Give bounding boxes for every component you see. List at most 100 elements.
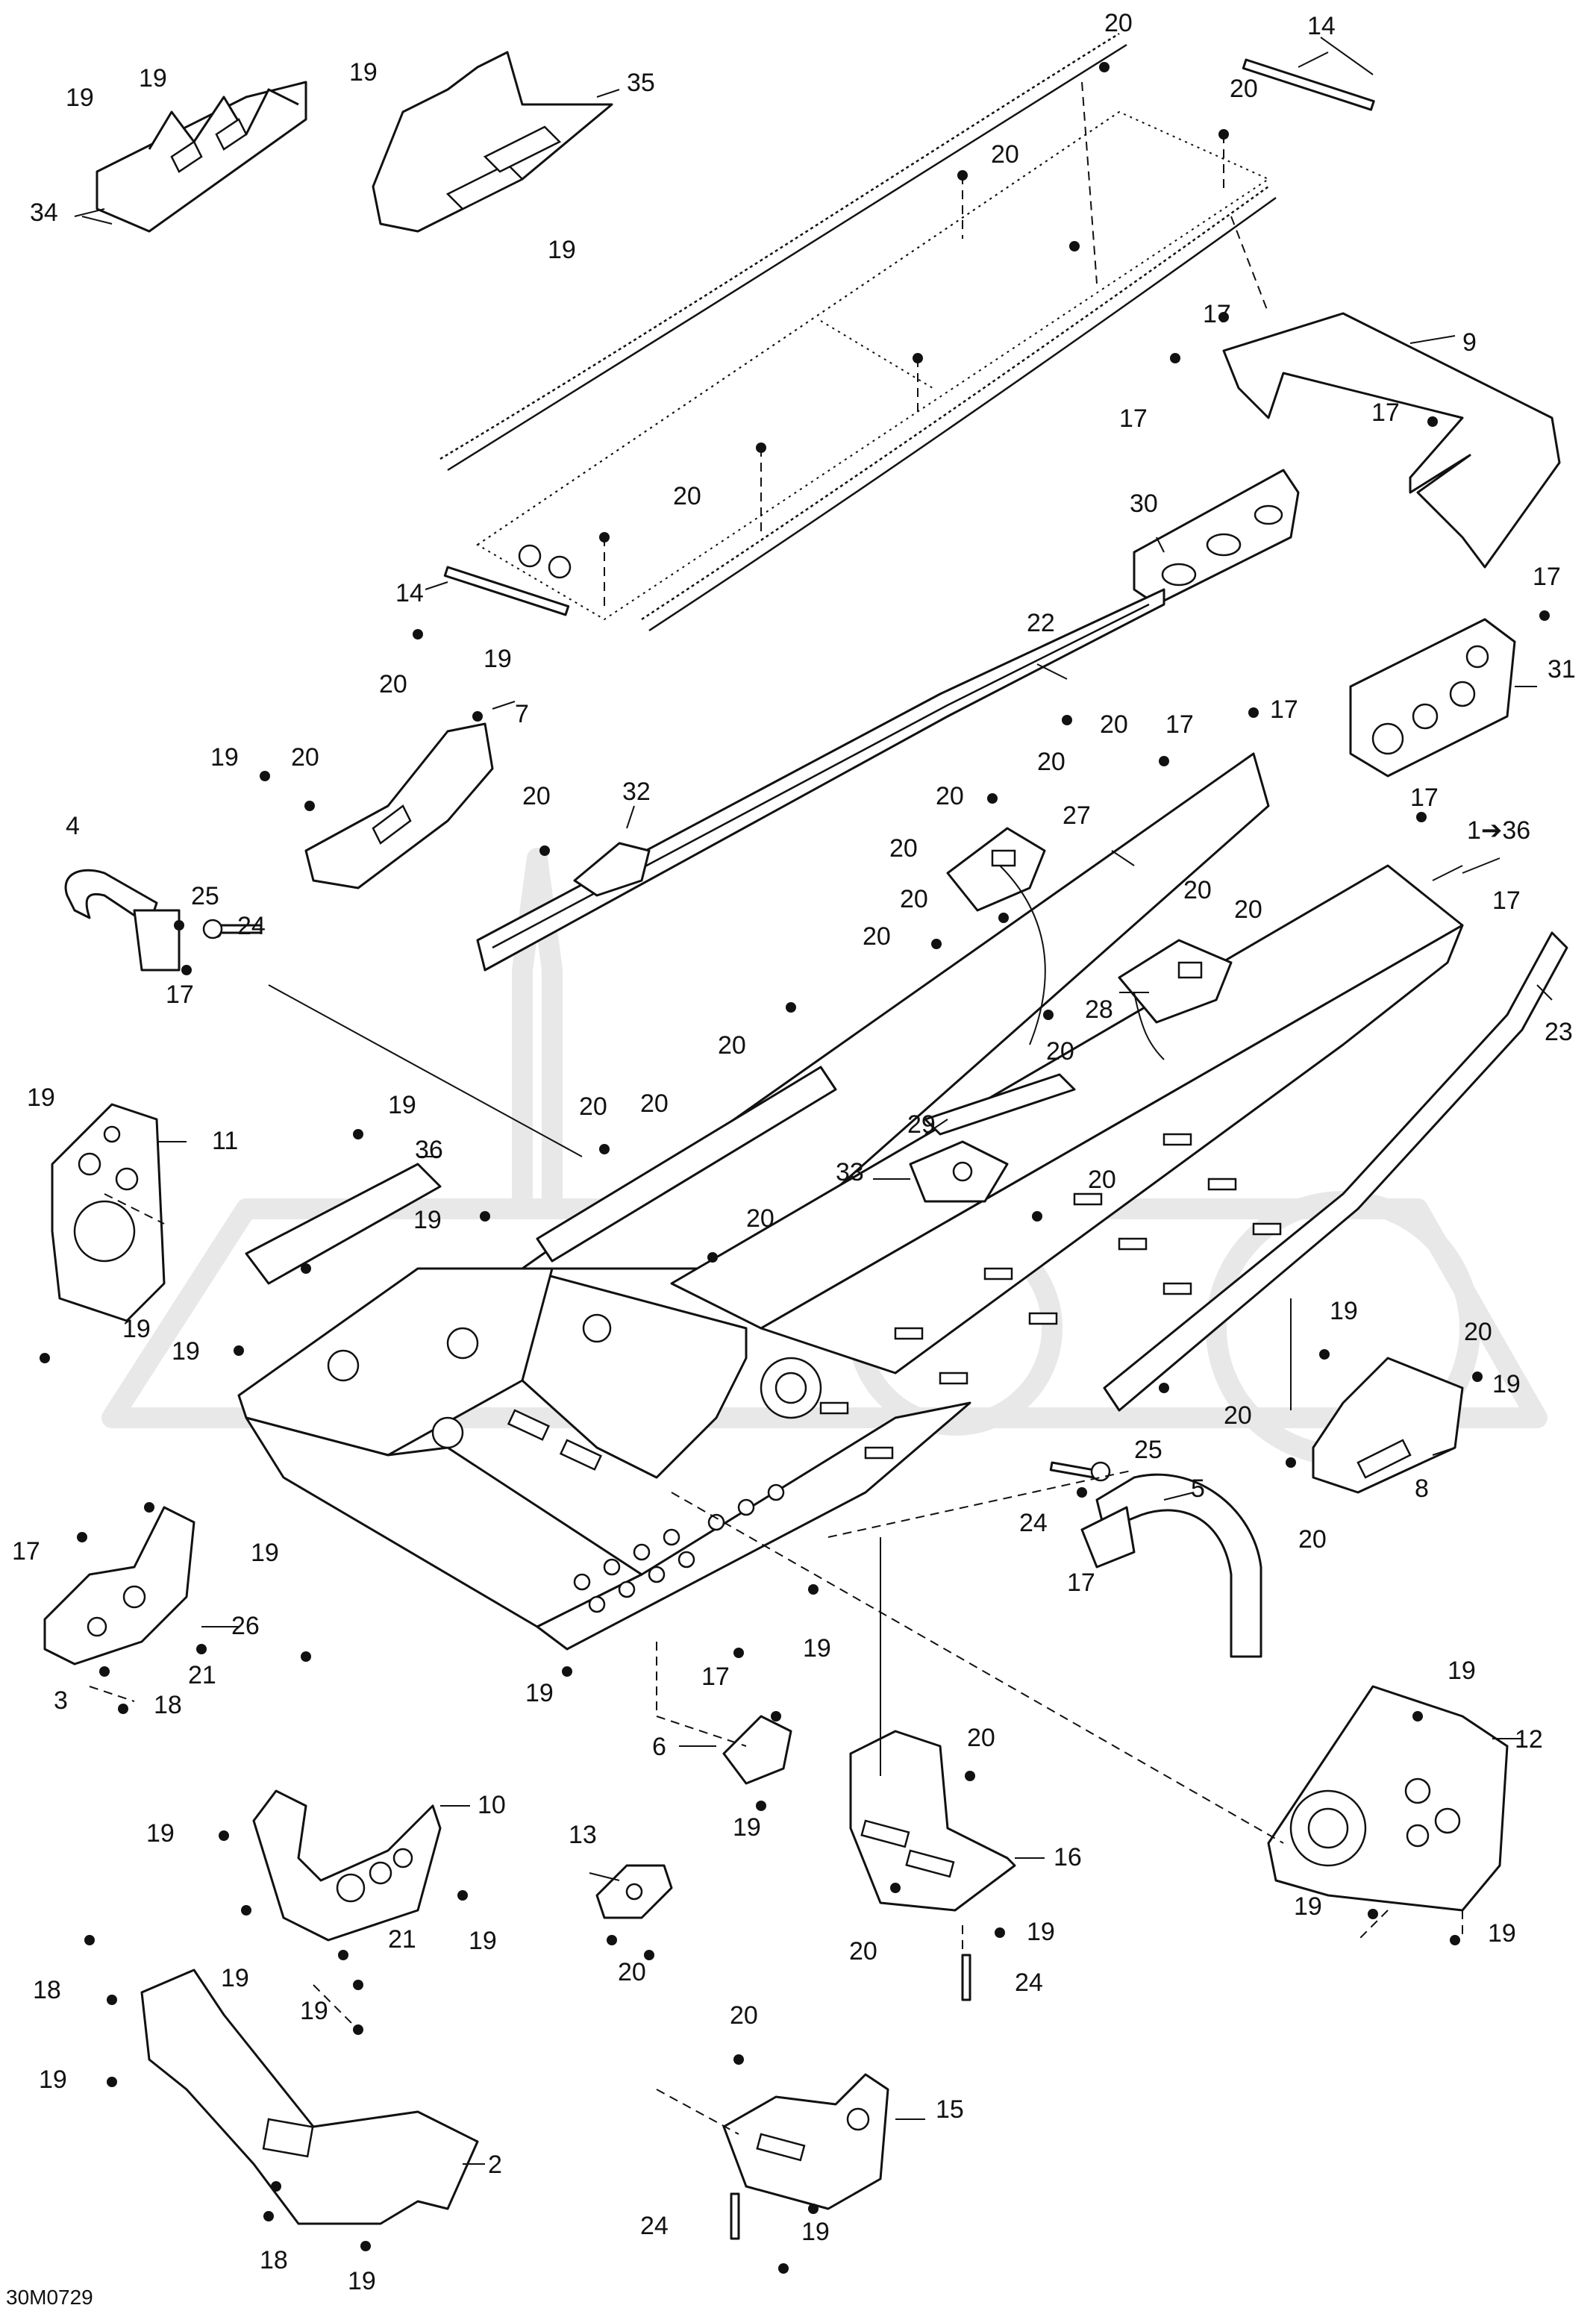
callout-5: 5 — [1191, 1475, 1205, 1503]
callout-13: 13 — [569, 1821, 597, 1849]
callout-19: 19 — [300, 1997, 328, 2025]
callout-28: 28 — [1085, 995, 1113, 1024]
callout-19: 19 — [122, 1315, 151, 1343]
callout-19: 19 — [733, 1813, 761, 1842]
callout-22: 22 — [1027, 609, 1055, 637]
callout-20: 20 — [900, 885, 928, 913]
callout-20: 20 — [730, 2001, 758, 2030]
callout-20: 20 — [379, 670, 407, 698]
callout-20: 20 — [1234, 895, 1262, 924]
bracket-3 — [43, 1506, 195, 1666]
callout-19: 19 — [1294, 1892, 1322, 1921]
callout-17: 17 — [1533, 563, 1561, 591]
callout-20: 20 — [889, 834, 918, 863]
callout-31: 31 — [1548, 655, 1576, 684]
tunnel-roof-assembly — [439, 32, 1375, 632]
callout-27: 27 — [1063, 801, 1091, 830]
plate-13 — [595, 1864, 673, 1919]
callout-7: 7 — [515, 700, 529, 728]
bracket-29 — [924, 1073, 1076, 1136]
callout-17: 17 — [1371, 398, 1400, 427]
callout-20: 20 — [1104, 9, 1133, 37]
callout-25: 25 — [1134, 1436, 1162, 1464]
callout-8: 8 — [1415, 1475, 1429, 1503]
callout-17: 17 — [1410, 784, 1439, 812]
callout-11: 11 — [212, 1127, 238, 1155]
tunnel-main — [237, 752, 1464, 1651]
callout-30: 30 — [1130, 490, 1158, 518]
callout-19: 19 — [172, 1337, 200, 1366]
handle-4 — [64, 869, 181, 972]
callout-18: 18 — [260, 2246, 288, 2274]
callout-14: 14 — [1307, 12, 1336, 40]
callout-20: 20 — [991, 140, 1019, 169]
slide-rail-23 — [1103, 931, 1568, 1412]
callout-17: 17 — [166, 981, 194, 1009]
support-9 — [1222, 312, 1561, 569]
callout-14: 14 — [395, 579, 424, 607]
callout-18: 18 — [33, 1976, 61, 2004]
bracket-33 — [909, 1140, 1009, 1203]
callout-36: 36 — [415, 1136, 443, 1164]
callout-19: 19 — [469, 1927, 497, 1955]
callout-20: 20 — [1037, 748, 1065, 776]
footrest-holes — [573, 1483, 785, 1613]
bracket-15 — [722, 2073, 889, 2210]
figure-code: 30M0729 — [6, 2286, 93, 2309]
callout-20: 20 — [640, 1089, 669, 1118]
callout-20: 20 — [1100, 710, 1128, 739]
callout-26: 26 — [231, 1612, 260, 1640]
plate-31 — [1349, 618, 1516, 778]
callout-29: 29 — [907, 1110, 936, 1139]
callout-12: 12 — [1515, 1725, 1543, 1754]
callout-24: 24 — [1015, 1968, 1043, 1997]
callout-24: 24 — [1019, 1509, 1048, 1537]
plate-11 — [51, 1103, 166, 1322]
plate-30 — [1133, 469, 1300, 606]
plate-12 — [1267, 1685, 1509, 1912]
callout-19: 19 — [484, 645, 512, 673]
kit-arrow — [1432, 865, 1463, 881]
callout-19: 19 — [1488, 1919, 1516, 1948]
plate-6 — [722, 1715, 792, 1785]
callout-17: 17 — [701, 1663, 730, 1691]
bracket-35 — [372, 51, 613, 233]
bracket-8 — [1312, 1357, 1464, 1494]
bracket-7 — [304, 722, 494, 889]
callout-17: 17 — [1119, 404, 1148, 433]
callout-10: 10 — [478, 1791, 506, 1819]
fastener-marks — [40, 62, 1550, 2274]
callout-3: 3 — [54, 1686, 68, 1715]
callout-19: 19 — [1027, 1918, 1055, 1946]
callout-16: 16 — [1054, 1843, 1082, 1871]
callout-20: 20 — [1230, 75, 1258, 103]
callout-6: 6 — [652, 1733, 666, 1761]
callout-19: 19 — [349, 58, 378, 87]
callout-17: 17 — [1067, 1569, 1095, 1597]
callout-20: 20 — [746, 1204, 774, 1233]
callout-labels: 20 14 20 20 19 19 19 35 34 19 17 9 17 17… — [12, 9, 1576, 2295]
callout-19: 19 — [388, 1091, 416, 1119]
callout-19: 19 — [210, 743, 239, 772]
callout-20: 20 — [522, 782, 551, 810]
callout-19: 19 — [139, 64, 167, 93]
callout-19: 19 — [1492, 1370, 1521, 1398]
callout-20: 20 — [1183, 876, 1212, 904]
callout-leaders — [74, 37, 1553, 2165]
callout-19: 19 — [1330, 1297, 1358, 1325]
callout-33: 33 — [836, 1158, 864, 1186]
callout-19: 19 — [803, 1634, 831, 1663]
callout-2: 2 — [488, 2151, 502, 2179]
callout-19: 19 — [221, 1964, 249, 1992]
callout-25: 25 — [191, 882, 219, 910]
bolt-24-bottom — [730, 1954, 971, 2240]
bracket-32 — [573, 842, 651, 897]
callout-20: 20 — [936, 782, 964, 810]
callout-21: 21 — [388, 1925, 416, 1954]
callout-17: 17 — [1492, 886, 1521, 915]
callout-20: 20 — [849, 1937, 877, 1966]
callout-23: 23 — [1545, 1018, 1573, 1046]
beam-2 — [140, 1968, 479, 2225]
callout-20: 20 — [579, 1092, 607, 1121]
callout-20: 20 — [618, 1958, 646, 1986]
